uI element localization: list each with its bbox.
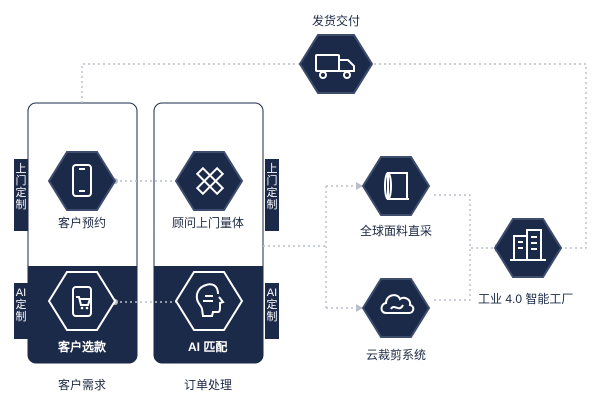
- tab-left-top: 上门定制: [14, 159, 28, 231]
- connector-sourcing-factory: [434, 194, 495, 249]
- tab-left-bottom: AI定制: [14, 283, 28, 339]
- label-consultant-measure: 顾问上门量体: [172, 216, 245, 230]
- phone-icon: [72, 164, 92, 197]
- tab-right-top-text: 上门定制: [266, 163, 278, 211]
- label-customer-booking: 客户预约: [58, 216, 107, 230]
- arrow-to-cloud: [356, 304, 363, 312]
- hex-delivery: [298, 34, 374, 94]
- hex-factory: [493, 218, 563, 278]
- hex-sourcing: [361, 156, 431, 216]
- tab-right-top: 上门定制: [265, 159, 279, 231]
- label-order-processing: 订单处理: [184, 378, 233, 392]
- hex-measure: [174, 151, 244, 211]
- tab-right-bottom: AI定制: [265, 283, 279, 339]
- hex-cloud: [361, 278, 431, 338]
- label-customer-select: 客户选款: [58, 340, 107, 354]
- label-customer-demand: 客户需求: [58, 378, 107, 392]
- cart-icon: [72, 286, 92, 317]
- cloud-icon: [380, 294, 415, 314]
- hex-select: [47, 271, 117, 331]
- label-delivery: 发货交付: [312, 14, 361, 28]
- tab-left-bottom-text: AI定制: [15, 287, 27, 323]
- label-smart-factory: 工业 4.0 智能工厂: [478, 292, 574, 306]
- connector-cloud-factory: [434, 248, 471, 301]
- connector-delivery-loop: [81, 63, 587, 249]
- factory-icon: [510, 229, 546, 261]
- label-cloud-cutting: 云裁剪系统: [366, 348, 427, 362]
- hex-ai: [174, 271, 244, 331]
- connector-orders-split: [263, 185, 356, 309]
- truck-icon: [315, 54, 355, 72]
- label-global-sourcing: 全球面料直采: [360, 224, 433, 238]
- fabric-roll-icon: [384, 172, 409, 200]
- ruler-pencil-icon: [195, 166, 225, 196]
- hex-booking: [47, 151, 117, 211]
- tab-left-top-text: 上门定制: [15, 163, 27, 211]
- ai-head-icon: [195, 283, 225, 317]
- arrow-to-sourcing: [356, 182, 363, 190]
- tab-right-bottom-text: AI定制: [266, 287, 278, 323]
- label-ai-match: AI 匹配: [188, 340, 228, 354]
